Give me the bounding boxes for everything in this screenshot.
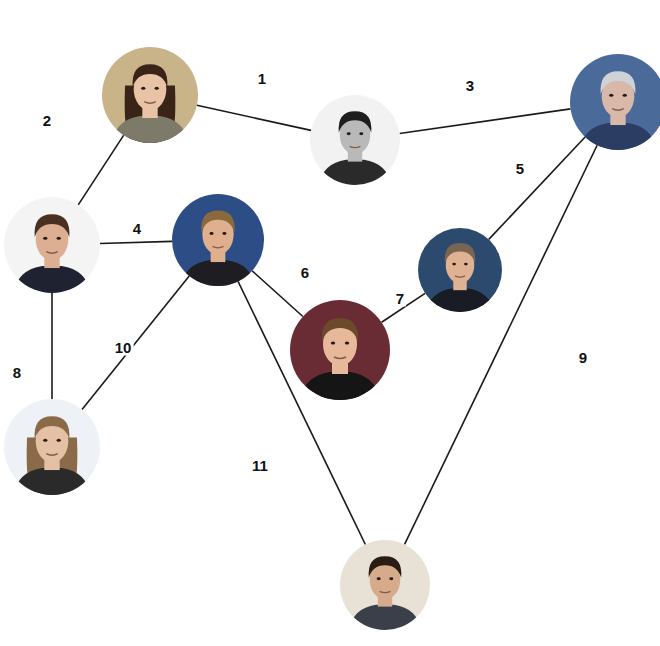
edge-number: 8 — [11, 364, 23, 381]
edge-number: 11 — [250, 457, 270, 474]
connector — [197, 105, 311, 130]
connector — [489, 137, 585, 239]
edge-number: 5 — [514, 160, 526, 177]
portrait-node — [310, 95, 400, 185]
portrait — [290, 300, 390, 400]
connector — [78, 135, 123, 205]
portrait — [102, 47, 198, 143]
portrait — [340, 540, 430, 630]
edge-number: 1 — [256, 70, 268, 87]
portrait-node — [172, 194, 264, 286]
edge-number: 4 — [131, 220, 143, 237]
portrait-node — [4, 197, 100, 293]
edge-number: 10 — [113, 339, 134, 356]
edge-number: 6 — [299, 264, 311, 281]
portrait — [570, 54, 660, 150]
portrait-node — [418, 228, 502, 312]
portrait — [4, 399, 100, 495]
edge-number: 2 — [41, 112, 53, 129]
portrait-node — [570, 54, 660, 150]
portrait — [418, 228, 502, 312]
connector — [400, 109, 571, 134]
connector — [405, 145, 598, 544]
portrait-node — [4, 399, 100, 495]
connector — [51, 293, 53, 399]
portrait — [310, 95, 400, 185]
connector — [100, 241, 172, 243]
edge-number: 7 — [394, 290, 406, 307]
edge-number: 3 — [464, 77, 476, 94]
edge-number: 9 — [577, 349, 589, 366]
connector — [82, 276, 189, 410]
portrait-node — [102, 47, 198, 143]
portrait — [172, 194, 264, 286]
portrait — [4, 197, 100, 293]
portrait-node — [340, 540, 430, 630]
portrait-node — [290, 300, 390, 400]
connector — [252, 271, 303, 317]
